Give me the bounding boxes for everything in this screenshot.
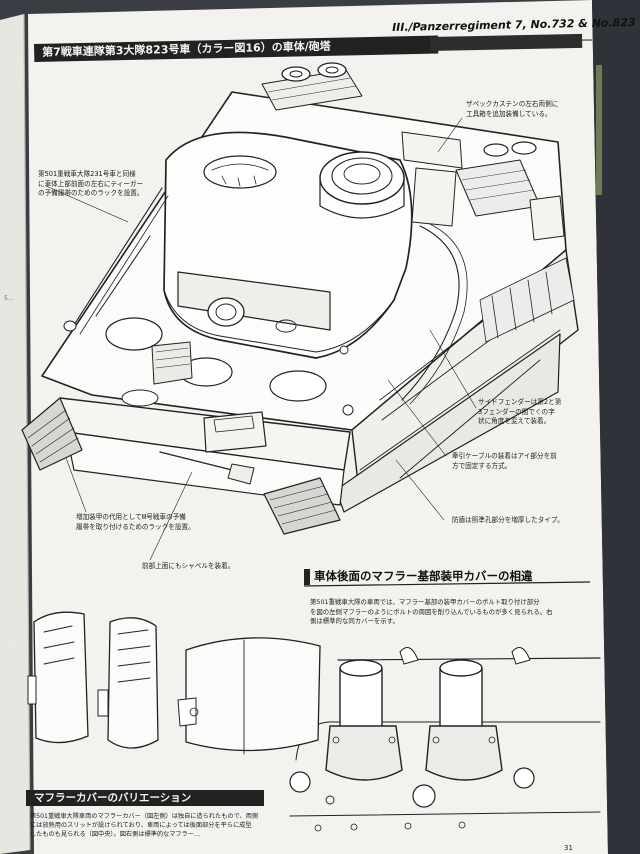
variation-section-banner: マフラーカバーのバリエーション	[26, 790, 264, 806]
page-number: 31	[564, 844, 573, 852]
callout-side-fender: サイドフェンダーは第2と第 3フェンダーの間でくの字 状に角度を変えて装着。	[478, 398, 562, 426]
callout-zimmerit-tools: ザペックカステンの左右両側に 工具箱を追加装備している。	[466, 100, 559, 118]
callout-shovel: 前部上面にもシャベルを装着。	[142, 562, 235, 570]
svg-text:5…: 5…	[4, 295, 14, 302]
variation-section-body: 第501重戦車大隊車両のマフラーカバー（図左側）は独自に造られたもので、両側 に…	[30, 813, 259, 838]
muffler-section-body: 第501重戦車大隊の車両では、マフラー基部の装甲カバーのボルト取り付け部分 を図…	[310, 598, 553, 626]
callout-mantlet: 防盾は照準孔部分を増厚したタイプ。	[452, 516, 564, 524]
svg-text:…: …	[5, 642, 12, 648]
callout-track-rack-front: 増加装甲の代用としてⅢ号戦車の予備 履帯を取り付けるためのラックを設置。	[76, 513, 195, 531]
callout-tow-cable: 牽引ケーブルの装着はアイ部分を前 方で固定する方式。	[452, 452, 557, 470]
muffler-section-heading: 車体後面のマフラー基部装甲カバーの相違	[314, 569, 533, 583]
callout-track-rack-upper: 第501重戦車大隊231号車と同様 に車体上部前面の左右にティーガー の予備履帯…	[38, 170, 144, 198]
